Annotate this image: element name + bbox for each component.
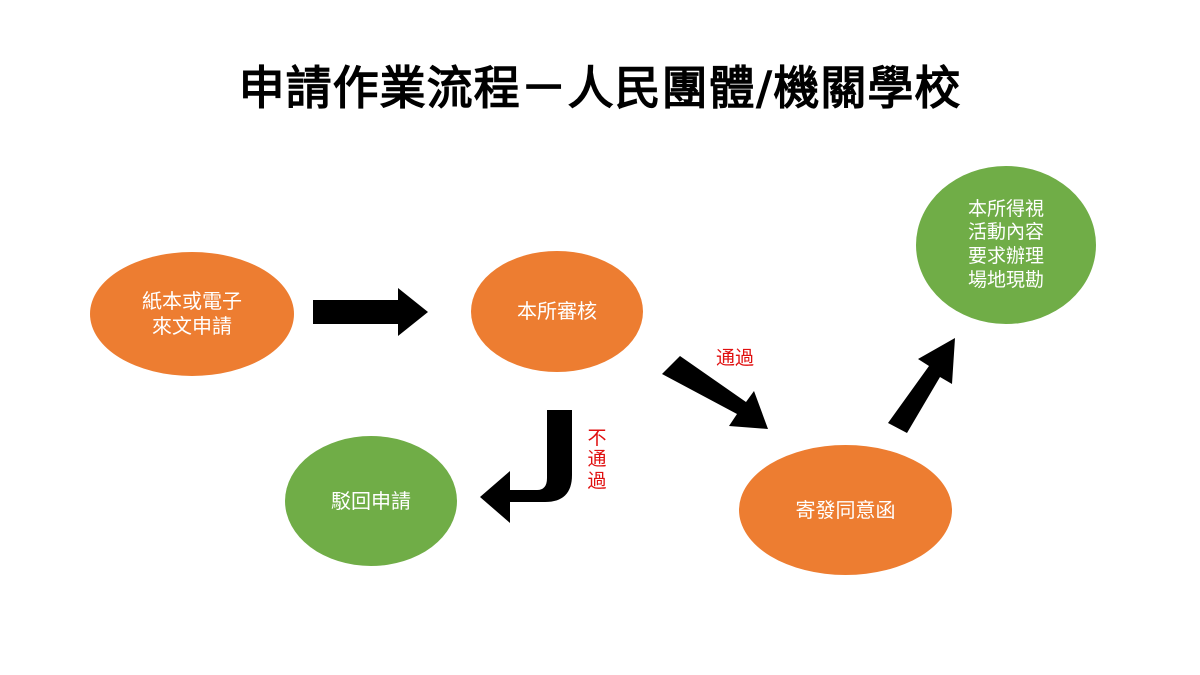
node-consent-line-1: 寄發同意函 (795, 497, 896, 522)
arrow-review-to-consent (662, 356, 768, 429)
node-review: 本所審核 (471, 251, 643, 372)
node-submission-line-2: 來文申請 (152, 314, 232, 338)
arrow-review-to-rejected (480, 410, 572, 523)
node-inspection: 本所得視 活動內容 要求辦理 場地現勘 (916, 166, 1096, 324)
node-submission: 紙本或電子 來文申請 (90, 252, 294, 376)
node-submission-line-1: 紙本或電子 (142, 289, 242, 313)
label-fail: 不 通 過 (586, 427, 608, 492)
label-pass: 通過 (716, 347, 755, 369)
node-inspection-line-2: 活動內容 (967, 221, 1044, 244)
node-review-line-1: 本所審核 (517, 299, 597, 323)
node-rejected-line-1: 駁回申請 (331, 488, 411, 513)
label-fail-char-3: 過 (587, 469, 607, 492)
node-inspection-line-1: 本所得視 (967, 197, 1044, 220)
arrow-consent-to-inspection (888, 338, 955, 433)
arrow-submission-to-review (313, 288, 428, 336)
label-fail-char-1: 不 (587, 427, 607, 449)
node-inspection-line-3: 要求辦理 (967, 245, 1044, 267)
node-consent: 寄發同意函 (739, 445, 952, 575)
page-title: 申請作業流程－人民團體/機關學校 (238, 61, 962, 115)
label-fail-char-2: 通 (587, 448, 607, 471)
node-inspection-line-4: 場地現勘 (967, 268, 1044, 291)
node-rejected: 駁回申請 (285, 436, 457, 566)
